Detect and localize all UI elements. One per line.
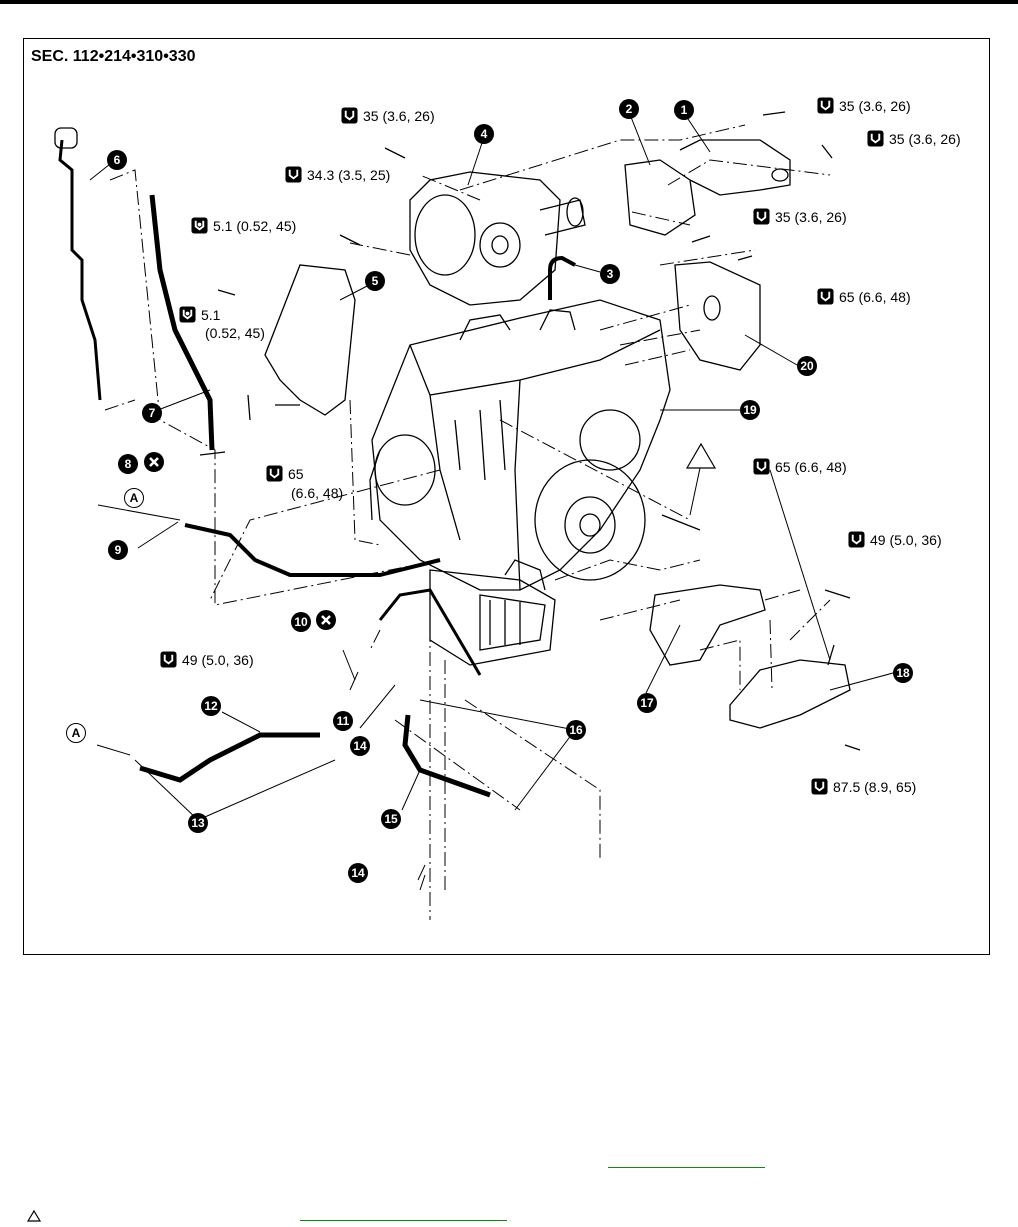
part-callout-10: 10 — [291, 612, 311, 632]
part-callout-4: 4 — [474, 124, 494, 144]
torque-spec: 65 (6.6, 48) — [753, 458, 847, 476]
caution-triangle-icon — [27, 1210, 41, 1222]
part-callout-8: 8 — [118, 454, 138, 474]
torque-spec: 5.1 (0.52, 45) — [191, 217, 296, 235]
x-mark-icon — [321, 615, 331, 625]
part-callout-9: 9 — [108, 540, 128, 560]
torque-spec-line2: (6.6, 48) — [291, 485, 344, 501]
torque-spec: 35 (3.6, 26) — [341, 107, 435, 125]
diagram-frame — [23, 38, 990, 955]
torque-wrench-icon — [266, 465, 283, 482]
torque-spec: 5.1 — [179, 306, 220, 324]
x-mark-icon — [149, 457, 159, 467]
reference-link-underline[interactable] — [608, 1167, 765, 1168]
part-callout-7: 7 — [142, 403, 162, 423]
torque-spec: 34.3 (3.5, 25) — [285, 166, 390, 184]
part-callout-12: 12 — [201, 696, 221, 716]
part-callout-11: 11 — [333, 711, 353, 731]
torque-wrench-icon — [753, 208, 770, 225]
torque-spec: 35 (3.6, 26) — [817, 97, 911, 115]
section-label: SEC. 112•214•310•330 — [31, 48, 196, 65]
torque-spec-line2: (0.52, 45) — [205, 325, 265, 341]
torque-wrench-icon — [191, 217, 208, 234]
replace-part-icon — [144, 452, 164, 472]
part-callout-6: 6 — [107, 150, 127, 170]
part-callout-17: 17 — [637, 693, 657, 713]
torque-wrench-icon — [817, 97, 834, 114]
torque-spec: 87.5 (8.9, 65) — [811, 778, 916, 796]
part-callout-19: 19 — [740, 400, 760, 420]
part-callout-18: 18 — [893, 663, 913, 683]
part-callout-2: 2 — [619, 99, 639, 119]
part-callout-13: 13 — [188, 813, 208, 833]
part-callout-15: 15 — [381, 809, 401, 829]
torque-wrench-icon — [179, 306, 196, 323]
connection-marker-a: A — [66, 723, 86, 743]
torque-spec: 35 (3.6, 26) — [753, 208, 847, 226]
reference-link-underline[interactable] — [300, 1220, 507, 1221]
torque-wrench-icon — [753, 458, 770, 475]
part-callout-1: 1 — [674, 100, 694, 120]
torque-wrench-icon — [848, 531, 865, 548]
part-callout-16: 16 — [566, 720, 586, 740]
brackets-top-right — [624, 139, 791, 236]
part-callout-5: 5 — [365, 271, 385, 291]
replace-part-icon — [316, 610, 336, 630]
torque-spec: 65 (6.6, 48) — [817, 288, 911, 306]
torque-wrench-icon — [160, 651, 177, 668]
transfer-assembly — [409, 171, 586, 306]
part-callout-3: 3 — [600, 264, 620, 284]
connection-marker-a: A — [124, 488, 144, 508]
transaxle-body — [369, 299, 671, 666]
torque-spec: 35 (3.6, 26) — [867, 130, 961, 148]
torque-wrench-icon — [811, 778, 828, 795]
torque-spec: 49 (5.0, 36) — [848, 531, 942, 549]
torque-spec: 49 (5.0, 36) — [160, 651, 254, 669]
part-callout-14: 14 — [350, 736, 370, 756]
part-callout-14: 14 — [348, 863, 368, 883]
torque-wrench-icon — [285, 166, 302, 183]
torque-spec: 65 — [266, 465, 304, 483]
torque-wrench-icon — [817, 288, 834, 305]
torque-wrench-icon — [341, 107, 358, 124]
part-callout-20: 20 — [797, 356, 817, 376]
top-rule — [0, 0, 1018, 4]
torque-wrench-icon — [867, 130, 884, 147]
